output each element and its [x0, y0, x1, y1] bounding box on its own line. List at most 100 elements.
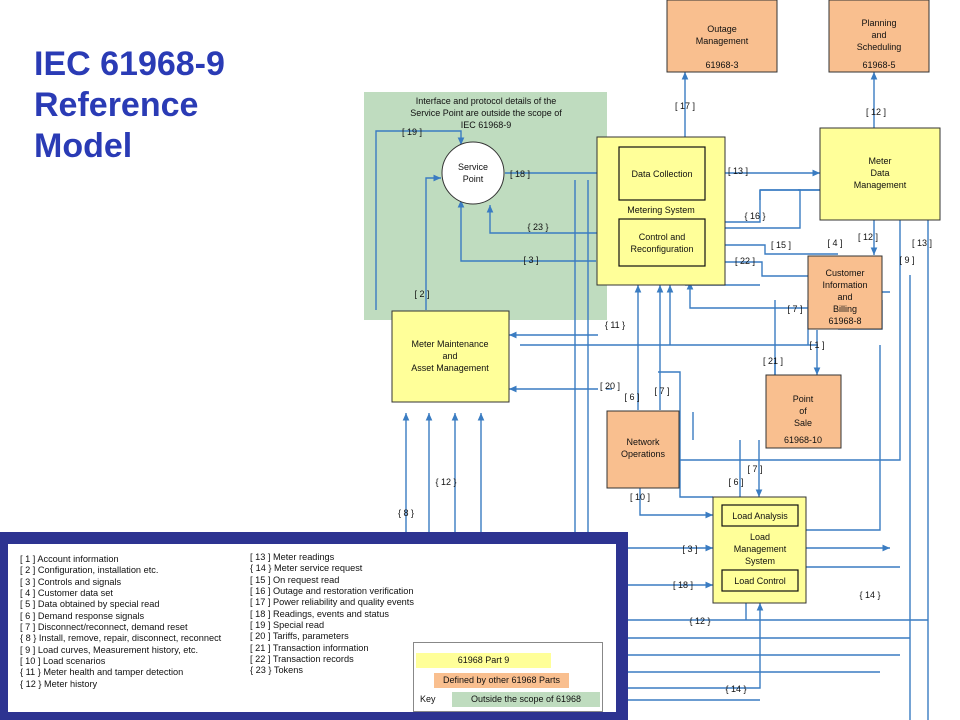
flow-label-10: [ 10 ] [630, 492, 650, 502]
key-outside-scope: Outside the scope of 61968 [452, 692, 600, 707]
legend-item: [ 18 ] Readings, events and status [250, 608, 389, 619]
flow-label-15: [ 15 ] [771, 240, 791, 250]
legend-item: [ 7 ] Disconnect/reconnect, demand reset [20, 622, 188, 633]
flow-label-18-load: [ 18 ] [673, 580, 693, 590]
flow-label-21: [ 21 ] [763, 356, 783, 366]
legend-item: [ 21 ] Transaction information [250, 642, 369, 653]
control-label-2: Reconfiguration [630, 244, 693, 254]
load-control-label: Load Control [734, 576, 786, 586]
cib-name-1: Customer [825, 268, 864, 278]
cib-part: 61968-8 [828, 316, 861, 326]
outage-name-1: Outage [707, 24, 737, 34]
flow-label-12-maint: { 12 } [435, 477, 456, 487]
load-mgmt-name-1: Load [750, 532, 770, 542]
legend-item: { 14 } Meter service request [250, 563, 363, 574]
pos-part: 61968-10 [784, 435, 822, 445]
netops-name-1: Network [626, 437, 660, 447]
control-reconfiguration-box [618, 218, 706, 267]
flow-label-11: { 11 } [605, 320, 625, 330]
pos-name-2: of [799, 406, 807, 416]
flow-label-7-network: [ 7 ] [654, 386, 669, 396]
planning-name-1: Planning [861, 18, 896, 28]
load-control-box [721, 569, 799, 592]
outside-scope-region [364, 92, 607, 320]
legend-item: [ 15 ] On request read [250, 574, 340, 585]
flow-label-4: [ 4 ] [827, 238, 842, 248]
scope-note-line-3: IEC 61968-9 [461, 120, 512, 130]
legend-item: [ 1 ] Account information [20, 554, 119, 564]
title-line-2: Reference [34, 86, 199, 124]
key-part9: 61968 Part 9 [416, 653, 551, 668]
control-label-1: Control and [639, 232, 686, 242]
flow-label-7-load: [ 7 ] [747, 464, 762, 474]
mdm-name-1: Meter [868, 156, 891, 166]
load-mgmt-name-3: System [745, 556, 775, 566]
meter-data-management-box [819, 127, 941, 221]
legend-item: [ 3 ] Controls and signals [20, 576, 122, 587]
planning-scheduling-box [828, 0, 930, 73]
flow-label-14-right: { 14 } [859, 590, 880, 600]
data-collection-label: Data Collection [631, 169, 692, 179]
color-key: 61968 Part 9 Defined by other 61968 Part… [413, 642, 603, 712]
planning-part: 61968-5 [862, 60, 895, 70]
flow-label-19: [ 19 ] [402, 127, 422, 137]
legend-item: [ 4 ] Customer data set [20, 588, 113, 599]
network-operations-box [606, 410, 680, 489]
legend-content: [ 1 ] Account information [ 2 ] Configur… [8, 544, 616, 712]
key-other-parts: Defined by other 61968 Parts [434, 673, 569, 688]
planning-name-3: Scheduling [857, 42, 902, 52]
mm-name-1: Meter Maintenance [411, 339, 488, 349]
flow-label-12-planning: [ 12 ] [866, 107, 886, 117]
legend-item: [ 6 ] Demand response signals [20, 610, 145, 621]
legend-item: { 11 } Meter health and tamper detection [20, 667, 184, 678]
flow-label-12-bottom: { 12 } [689, 616, 710, 626]
legend-item: [ 5 ] Data obtained by special read [20, 599, 160, 610]
flow-label-12-mdm: [ 12 ] [858, 232, 878, 242]
cib-name-4: Billing [833, 304, 857, 314]
legend-item: [ 13 ] Meter readings [250, 552, 335, 562]
netops-name-2: Operations [621, 449, 666, 459]
outage-name-2: Management [696, 36, 749, 46]
flow-label-17: [ 17 ] [675, 101, 695, 111]
service-point-circle [441, 141, 505, 205]
legend-item: [ 9 ] Load curves, Measurement history, … [20, 644, 199, 655]
customer-billing-box [807, 255, 883, 330]
scope-note-line-2: Service Point are outside the scope of [410, 108, 562, 118]
scope-note-line-1: Interface and protocol details of the [416, 96, 557, 106]
legend-item: { 8 } Install, remove, repair, disconnec… [20, 633, 222, 644]
flow-label-23: { 23 } [527, 222, 548, 232]
flow-label-3-load: [ 3 ] [682, 544, 697, 554]
load-mgmt-name-2: Management [734, 544, 787, 554]
pos-name-3: Sale [794, 418, 812, 428]
load-analysis-label: Load Analysis [732, 511, 788, 521]
title-line-3: Model [34, 127, 133, 165]
flow-label-13: [ 13 ] [728, 166, 748, 176]
planning-name-2: and [871, 30, 886, 40]
outage-part: 61968-3 [705, 60, 738, 70]
meter-maintenance-box [391, 310, 510, 403]
flow-label-7-cib: [ 7 ] [787, 304, 802, 314]
flow-label-13b: [ 13 ] [912, 238, 932, 248]
legend-item: [ 22 ] Transaction records [250, 654, 354, 665]
flow-label-6-network: [ 6 ] [624, 392, 639, 402]
mm-name-3: Asset Management [411, 363, 489, 373]
cib-name-3: and [837, 292, 852, 302]
flow-label-14-bottom: { 14 } [725, 684, 746, 694]
title-line-1: IEC 61968-9 [34, 45, 225, 83]
flow-label-20: [ 20 ] [600, 381, 620, 391]
service-point-name-1: Service [458, 162, 488, 172]
flow-labels: [ 17 ] [ 12 ] [ 19 ] [ 18 ] [ 13 ] { 16 … [398, 101, 932, 694]
legend-item: { 12 } Meter history [20, 678, 98, 689]
mdm-name-2: Data [870, 168, 889, 178]
flow-label-3-service: [ 3 ] [523, 255, 538, 265]
data-collection-box [618, 146, 706, 201]
legend-column-left: [ 1 ] Account information [ 2 ] Configur… [20, 554, 221, 690]
flow-label-6-load: [ 6 ] [728, 477, 743, 487]
legend-item: [ 17 ] Power reliability and quality eve… [250, 597, 414, 608]
cib-name-2: Information [822, 280, 867, 290]
legend-item: { 23 } Tokens [250, 665, 303, 676]
mdm-name-3: Management [854, 180, 907, 190]
legend-item: [ 10 ] Load scenarios [20, 656, 106, 667]
load-analysis-box [721, 504, 799, 527]
